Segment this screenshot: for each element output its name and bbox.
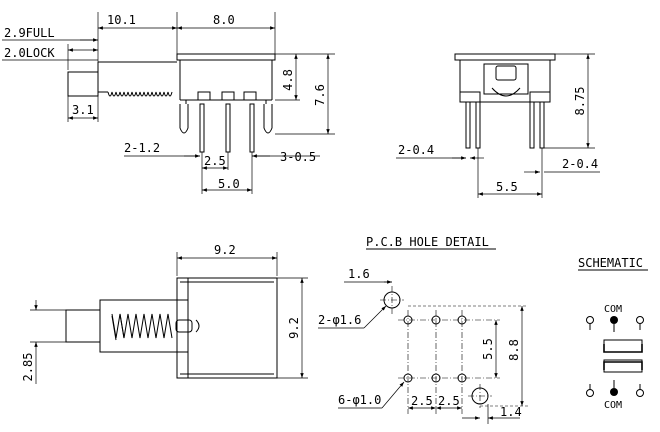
- dim-edge-offset: 1.4: [500, 405, 522, 419]
- lead: [529, 101, 535, 149]
- end-view: 8.75 2-0.4 2-0.4 5.5: [396, 53, 600, 198]
- actuator-window: [483, 63, 529, 95]
- dim-actuator-len: 10.1: [107, 13, 136, 27]
- lead: [539, 101, 545, 149]
- pin: [199, 103, 205, 153]
- body-top-plate: [176, 53, 276, 61]
- contact-bar-top: [603, 344, 643, 353]
- pcb-hole-detail: P.C.B HOLE DETAIL 1.6 2-φ1.6 5.5: [318, 235, 528, 424]
- push-button: [67, 71, 99, 97]
- dim-button-dia: 3.1: [72, 103, 94, 117]
- dim-total-height: 7.6: [313, 84, 327, 106]
- dim-stroke-full: 2.9FULL: [4, 26, 55, 40]
- dim-body-len: 8.0: [213, 13, 235, 27]
- dim-pitch: 2.5: [204, 154, 226, 168]
- dim-button-offset: 2.85: [21, 353, 35, 382]
- push-button: [65, 309, 101, 343]
- contact-bar-bottom: [603, 361, 643, 370]
- dim-total-h: 8.8: [507, 339, 521, 361]
- side-view: 10.1 8.0 2.9FULL 2.0LOCK: [2, 12, 335, 194]
- dim-stroke-lock: 2.0LOCK: [4, 46, 55, 60]
- dim-top-depth: 9.2: [287, 317, 301, 339]
- pin: [225, 103, 231, 153]
- dim-pitch-a: 2.5: [411, 394, 433, 408]
- pin: [249, 103, 255, 153]
- com-terminal-top: [610, 316, 618, 324]
- dim-mount-holes: 2-φ1.6: [318, 313, 361, 327]
- pcb-title: P.C.B HOLE DETAIL: [366, 235, 489, 249]
- dim-end-height: 8.75: [573, 87, 587, 116]
- switch-body: [176, 277, 278, 379]
- dim-lead-left: 2-0.4: [398, 143, 434, 157]
- dim-pitch-b: 2.5: [438, 394, 460, 408]
- lead: [475, 101, 481, 149]
- com-terminal-bottom: [610, 388, 618, 396]
- schematic-title: SCHEMATIC: [578, 256, 643, 270]
- schematic: SCHEMATIC COM COM: [578, 256, 648, 411]
- com-label-bottom: COM: [604, 400, 622, 411]
- spring: [107, 91, 173, 97]
- dim-body-height: 4.8: [281, 69, 295, 91]
- dim-pin-thk: 3-0.5: [280, 150, 316, 164]
- dim-mount-offset: 1.6: [348, 267, 370, 281]
- dim-pin-width: 2-1.2: [124, 141, 160, 155]
- top-view: 9.2 2.85 9.2: [21, 243, 308, 384]
- lead: [465, 101, 471, 149]
- dim-row-gap: 5.5: [481, 338, 495, 360]
- dim-top-width: 9.2: [214, 243, 236, 257]
- com-label-top: COM: [604, 304, 622, 315]
- dim-lead-span: 5.5: [496, 180, 518, 194]
- dim-signal-holes: 6-φ1.0: [338, 393, 381, 407]
- dim-span: 5.0: [218, 177, 240, 191]
- dim-lead-right: 2-0.4: [562, 157, 598, 171]
